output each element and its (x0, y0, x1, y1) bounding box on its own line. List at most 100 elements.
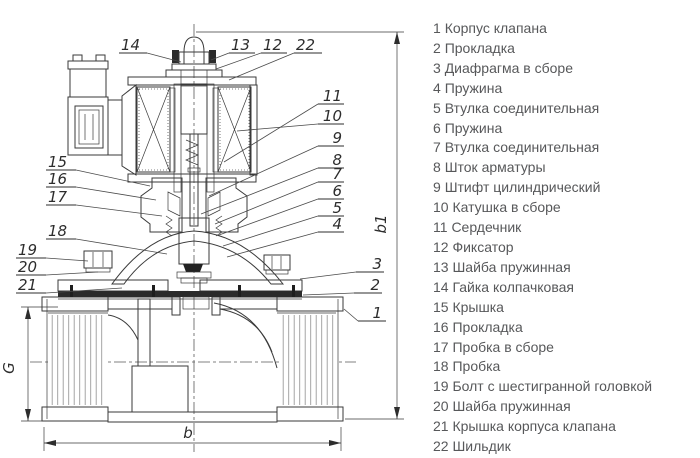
part-name: Крышка корпуса клапана (452, 418, 616, 435)
dimension-G-label: G (0, 362, 18, 374)
parts-list-item: 5 Втулка соединительная (433, 99, 697, 119)
part-name: Сердечник (451, 219, 522, 236)
callout-5: 5 (332, 199, 342, 217)
callout-4: 4 (332, 215, 342, 233)
part-name: Пружина (444, 79, 503, 96)
parts-list-item: 20 Шайба пружинная (433, 397, 697, 417)
part-number: 15 (433, 298, 449, 315)
part-name: Шайба пружинная (452, 398, 571, 415)
callout-12: 12 (263, 36, 282, 54)
part-name: Катушка в сборе (452, 199, 561, 216)
callout-6: 6 (332, 182, 342, 200)
callout-17: 17 (48, 188, 68, 206)
parts-list-item: 13 Шайба пружинная (433, 258, 697, 278)
parts-list-item: 17 Пробка в сборе (433, 338, 697, 358)
part-number: 17 (433, 338, 449, 355)
part-name: Фиксатор (452, 238, 514, 255)
callout-15: 15 (48, 153, 67, 171)
hex-bolt-right (263, 254, 291, 275)
dimension-b: b (43, 424, 342, 451)
parts-list-item: 6 Пружина (433, 119, 697, 139)
part-number: 9 (433, 179, 441, 196)
callouts: 14 13 12 22 11 10 9 8 7 6 5 4 3 2 1 15 1… (16, 36, 386, 322)
parts-list-item: 21 Крышка корпуса клапана (433, 417, 697, 437)
dimension-b-label: b (183, 424, 193, 442)
part-name: Болт с шестигранной головкой (452, 378, 653, 395)
part-number: 2 (433, 39, 441, 56)
dimension-b1-label: b1 (372, 214, 390, 233)
part-number: 1 (433, 20, 441, 36)
parts-list-item: 19 Болт с шестигранной головкой (433, 377, 697, 397)
dimension-b1: b1 (196, 31, 404, 420)
part-number: 12 (433, 238, 449, 255)
diaphragm (58, 285, 302, 300)
parts-list-item: 18 Пробка (433, 357, 697, 377)
part-number: 3 (433, 59, 441, 76)
part-number: 7 (433, 139, 441, 156)
part-name: Шток арматуры (444, 159, 546, 176)
part-name: Диафрагма в сборе (444, 59, 573, 76)
part-number: 5 (433, 99, 441, 116)
part-number: 20 (433, 398, 449, 415)
callout-14: 14 (121, 36, 140, 54)
parts-list-item: 22 Шильдик (433, 437, 697, 457)
part-name: Втулка соединительная (444, 99, 600, 116)
part-name: Пробка (452, 358, 501, 375)
part-name: Шильдик (452, 438, 511, 455)
part-number: 4 (433, 79, 441, 96)
parts-list-item: 10 Катушка в сборе (433, 198, 697, 218)
part-name: Шайба пружинная (452, 258, 571, 275)
part-number: 8 (433, 159, 441, 176)
valve-body-cover (57, 230, 303, 300)
part-number: 18 (433, 358, 449, 375)
parts-list-item: 2 Прокладка (433, 39, 697, 59)
part-name: Корпус клапана (444, 20, 547, 36)
part-number: 19 (433, 378, 449, 395)
callout-7: 7 (332, 165, 342, 183)
part-number: 14 (433, 278, 449, 295)
part-name: Прокладка (444, 39, 515, 56)
parts-list-item: 1 Корпус клапана (433, 19, 697, 39)
part-number: 16 (433, 318, 449, 335)
part-number: 22 (433, 438, 449, 455)
valve-body (41, 296, 344, 423)
bonnet (140, 177, 248, 233)
callout-16: 16 (48, 170, 67, 188)
callout-1: 1 (372, 304, 382, 322)
part-name: Втулка соединительная (444, 139, 600, 156)
part-name: Прокладка (452, 318, 523, 335)
valve-cross-section-drawing: b1 b G 14 13 12 22 11 10 9 8 (0, 24, 404, 452)
parts-list-item: 9 Штифт цилиндрический (433, 178, 697, 198)
parts-list-item: 4 Пружина (433, 79, 697, 99)
part-name: Пробка в сборе (452, 338, 554, 355)
part-number: 11 (433, 219, 448, 236)
parts-list-item: 16 Прокладка (433, 318, 697, 338)
callout-2: 2 (370, 276, 380, 294)
electrical-connector (67, 54, 123, 156)
callout-3: 3 (372, 255, 382, 273)
callout-21: 21 (18, 276, 37, 294)
part-name: Гайка колпачковая (452, 278, 574, 295)
parts-list-item: 12 Фиксатор (433, 238, 697, 258)
part-name: Штифт цилиндрический (444, 179, 601, 196)
cap-nut-assembly (165, 36, 223, 87)
callout-9: 9 (332, 129, 342, 147)
callout-11: 11 (323, 87, 342, 105)
part-number: 13 (433, 258, 449, 275)
parts-list-item: 11 Сердечник (433, 218, 697, 238)
dimension-G: G (0, 306, 58, 422)
callout-13: 13 (231, 36, 250, 54)
hex-bolt-left (83, 250, 113, 273)
callout-19: 19 (18, 241, 37, 259)
part-name: Пружина (444, 119, 503, 136)
parts-list-item: 14 Гайка колпачковая (433, 278, 697, 298)
parts-list-item: 7 Втулка соединительная (433, 138, 697, 158)
part-number: 21 (433, 418, 449, 435)
parts-list-item: 8 Шток арматуры (433, 158, 697, 178)
part-number: 6 (433, 119, 441, 136)
callout-18: 18 (48, 222, 67, 240)
part-name: Крышка (452, 298, 504, 315)
callout-8: 8 (332, 151, 342, 169)
